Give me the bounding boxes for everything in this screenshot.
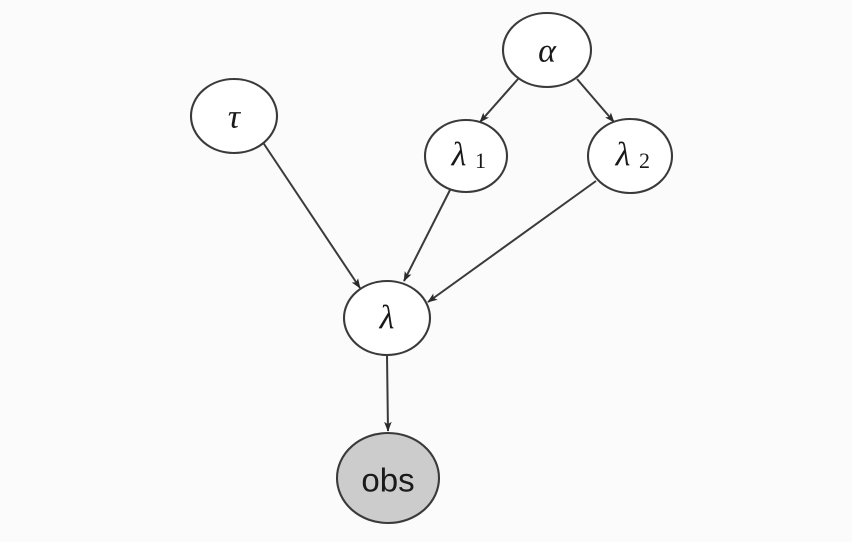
node-lambda-shape[interactable]: [342, 279, 432, 357]
edge-tau-to-lambda: [261, 140, 361, 289]
edge-group: [261, 78, 615, 432]
node-lambda2-shape[interactable]: [586, 117, 674, 195]
node-lambda[interactable]: λ: [342, 279, 432, 357]
edge-lambda1-to-lambda: [403, 189, 451, 282]
node-tau-shape[interactable]: [189, 77, 279, 155]
edge-alpha-to-lambda2: [576, 78, 615, 123]
node-lambda1-shape[interactable]: [423, 118, 509, 194]
node-group: τ α λ 1 λ 2 λ obs: [189, 11, 674, 525]
node-tau[interactable]: τ: [189, 77, 279, 155]
node-lambda1-label: λ: [451, 137, 467, 174]
node-lambda2-label: λ: [615, 137, 631, 174]
edge-lambda-to-obs: [384, 354, 392, 432]
node-obs-shape[interactable]: [335, 431, 441, 525]
node-alpha[interactable]: α: [501, 11, 593, 89]
node-obs-label: obs: [361, 462, 414, 499]
node-lambda1-subscript: 1: [475, 148, 486, 173]
node-lambda-label: λ: [379, 300, 395, 337]
node-tau-label: τ: [228, 99, 242, 136]
node-lambda2-subscript: 2: [639, 148, 650, 173]
edge-alpha-to-lambda1: [479, 78, 519, 123]
node-alpha-shape[interactable]: [501, 11, 593, 89]
node-alpha-label: α: [538, 33, 557, 70]
edge-lambda2-to-lambda: [427, 180, 597, 303]
node-lambda2[interactable]: λ 2: [586, 117, 674, 195]
node-obs[interactable]: obs: [335, 431, 441, 525]
node-lambda1[interactable]: λ 1: [423, 118, 509, 194]
